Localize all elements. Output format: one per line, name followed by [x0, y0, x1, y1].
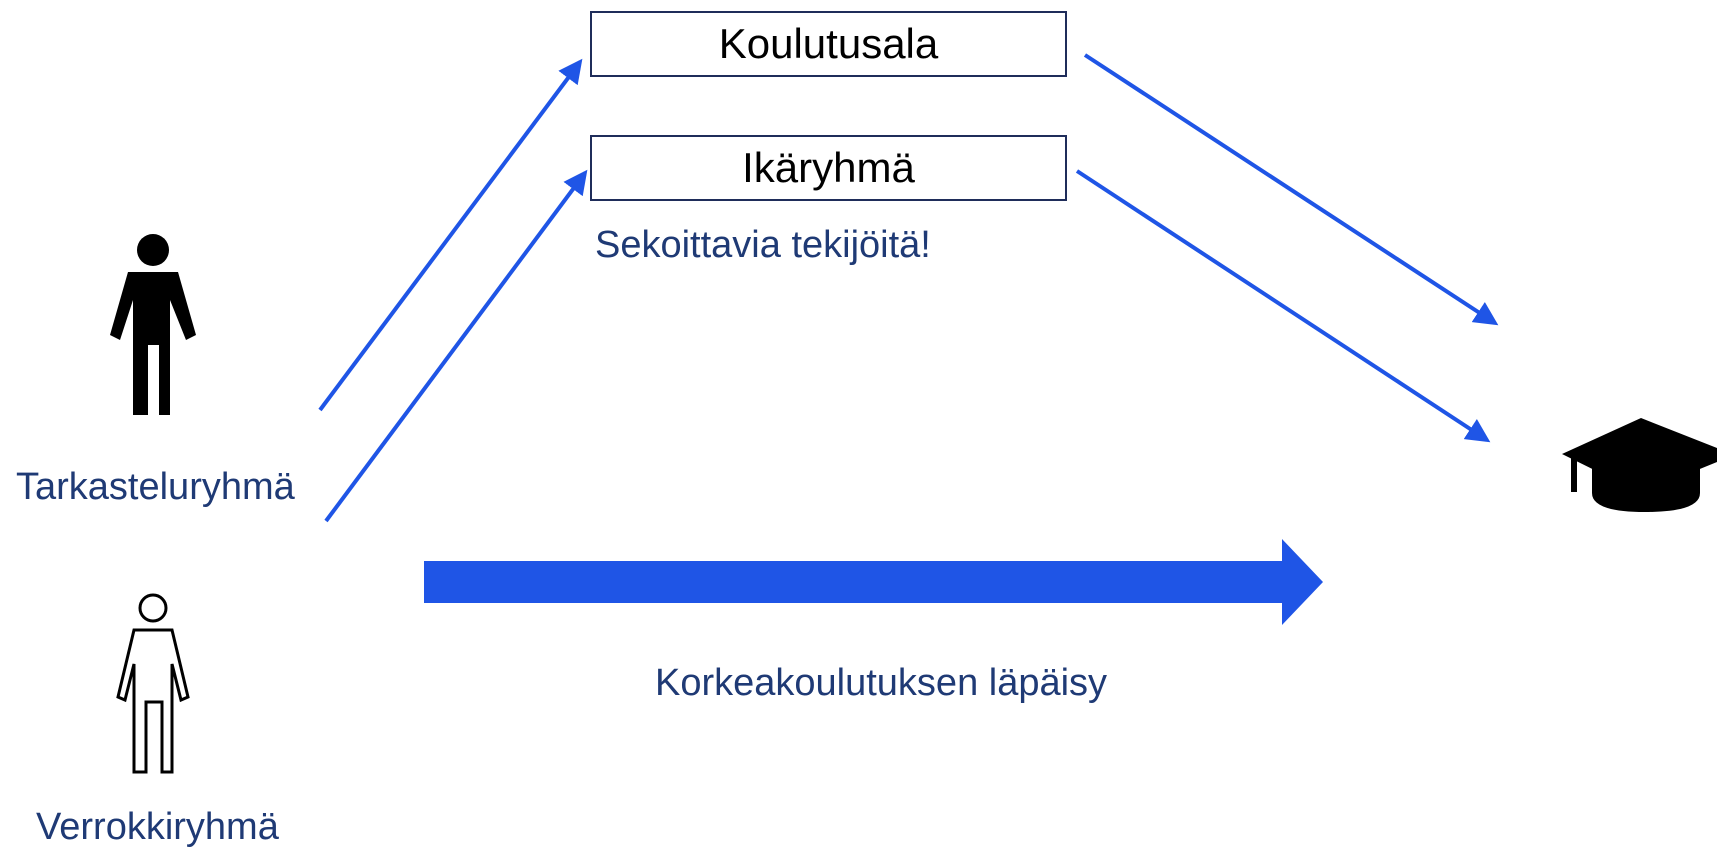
- confounder-box-ikaryhma: Ikäryhmä: [590, 135, 1067, 201]
- treatment-group-label: Tarkasteluryhmä: [16, 466, 295, 508]
- graduation-cap-icon: [1562, 418, 1717, 512]
- arrow-treatment-to-koulutusala: [318, 58, 583, 412]
- arrow-koulutusala-to-outcome: [1083, 53, 1499, 326]
- confounder-box-koulutusala: Koulutusala: [590, 11, 1067, 77]
- confounder-label-ikaryhma: Ikäryhmä: [742, 144, 915, 191]
- control-group-label: Verrokkiryhmä: [36, 806, 279, 848]
- outcome-label: Korkeakoulutuksen läpäisy: [655, 662, 1108, 704]
- arrow-control-to-ikaryhma: [324, 169, 588, 523]
- person-filled-icon: [110, 234, 196, 415]
- confounder-label-koulutusala: Koulutusala: [718, 20, 939, 67]
- main-effect-arrow: [424, 539, 1323, 625]
- confounders-note: Sekoittavia tekijöitä!: [595, 224, 931, 266]
- person-outline-icon: [116, 593, 190, 774]
- arrow-ikaryhma-to-outcome: [1075, 169, 1491, 443]
